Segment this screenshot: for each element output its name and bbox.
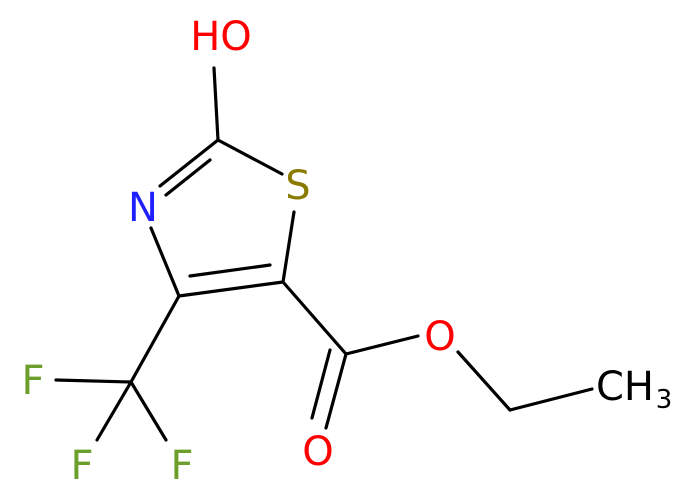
bond-s-c5 [281, 210, 296, 284]
bond-cf3-f3 [129, 380, 168, 442]
atom-hydroxyl: HO [190, 14, 252, 60]
bond-cf3-f2 [95, 380, 133, 442]
atom-methyl: CH [596, 364, 654, 410]
bond-layer [54, 66, 594, 442]
bond-c4-cf3 [129, 294, 181, 384]
atom-fluorine-left: F [21, 358, 44, 404]
atom-methyl-subscript: 3 [656, 385, 673, 415]
bond-carbonyl-o-double [310, 348, 332, 420]
bond-c2-n [158, 138, 220, 188]
atom-fluorine-bottom-left: F [70, 443, 93, 489]
bond-c4-c5 [177, 280, 285, 298]
atom-sulfur: S [285, 163, 310, 209]
atom-ester-oxygen: O [424, 314, 455, 360]
bond-carbonyl-o [324, 352, 348, 430]
bond-carbonyl-oester [344, 334, 420, 356]
bond-ch2-ch3 [508, 387, 594, 412]
bond-oester-ch2 [456, 350, 512, 412]
atom-nitrogen: N [128, 185, 158, 231]
bond-c2-oh [212, 66, 220, 142]
bond-c4-c5-double [188, 263, 272, 278]
atom-layer: HO S N O O F F F CH 3 [21, 14, 672, 489]
atom-fluorine-bottom-right: F [170, 443, 193, 489]
atom-carbonyl-oxygen: O [302, 429, 333, 475]
bond-c5-carbonyl [281, 280, 348, 356]
bond-c2-s [216, 138, 284, 176]
bond-c2-n-double [164, 158, 212, 197]
bond-n-c4 [149, 226, 181, 298]
bond-cf3-f1 [54, 378, 133, 384]
